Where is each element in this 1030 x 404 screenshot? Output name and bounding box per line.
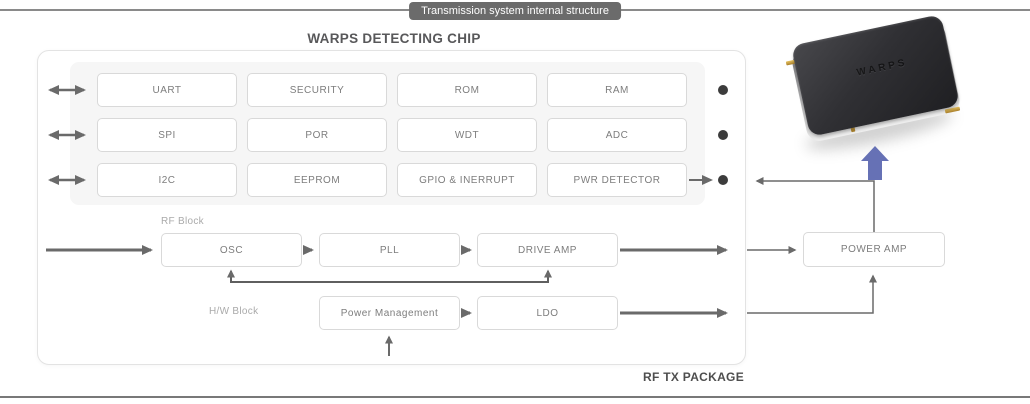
block-adc: ADC: [547, 118, 687, 152]
block-spi: SPI: [97, 118, 237, 152]
block-wdt: WDT: [397, 118, 537, 152]
line-ldo-to-poweramp: [747, 274, 877, 314]
warps-device-image: WARPS: [782, 14, 982, 158]
block-ldo: LDO: [477, 296, 618, 330]
bottom-rule-line: [0, 396, 1030, 398]
line-poweramp-feedback-to-pin: [755, 177, 875, 232]
rf-tx-package-label: RF TX PACKAGE: [642, 370, 744, 384]
block-uart: UART: [97, 73, 237, 107]
block-gpio-interrupt: GPIO & INERRUPT: [397, 163, 537, 197]
block-eeprom: EEPROM: [247, 163, 387, 197]
block-pll: PLL: [319, 233, 460, 267]
block-pwr-detector: PWR DETECTOR: [547, 163, 687, 197]
block-drive-amp: DRIVE AMP: [477, 233, 618, 267]
block-osc: OSC: [161, 233, 302, 267]
block-por: POR: [247, 118, 387, 152]
hw-block-label: H/W Block: [209, 306, 259, 317]
diagram-title-tag: Transmission system internal structure: [409, 2, 621, 20]
block-security: SECURITY: [247, 73, 387, 107]
block-ram: RAM: [547, 73, 687, 107]
block-i2c: I2C: [97, 163, 237, 197]
rf-block-label: RF Block: [161, 216, 204, 227]
chip-title: WARPS DETECTING CHIP: [307, 31, 481, 46]
block-rom: ROM: [397, 73, 537, 107]
block-power-amp: POWER AMP: [803, 232, 945, 267]
device-brand-text: WARPS: [855, 57, 909, 79]
block-power-management: Power Management: [319, 296, 460, 330]
